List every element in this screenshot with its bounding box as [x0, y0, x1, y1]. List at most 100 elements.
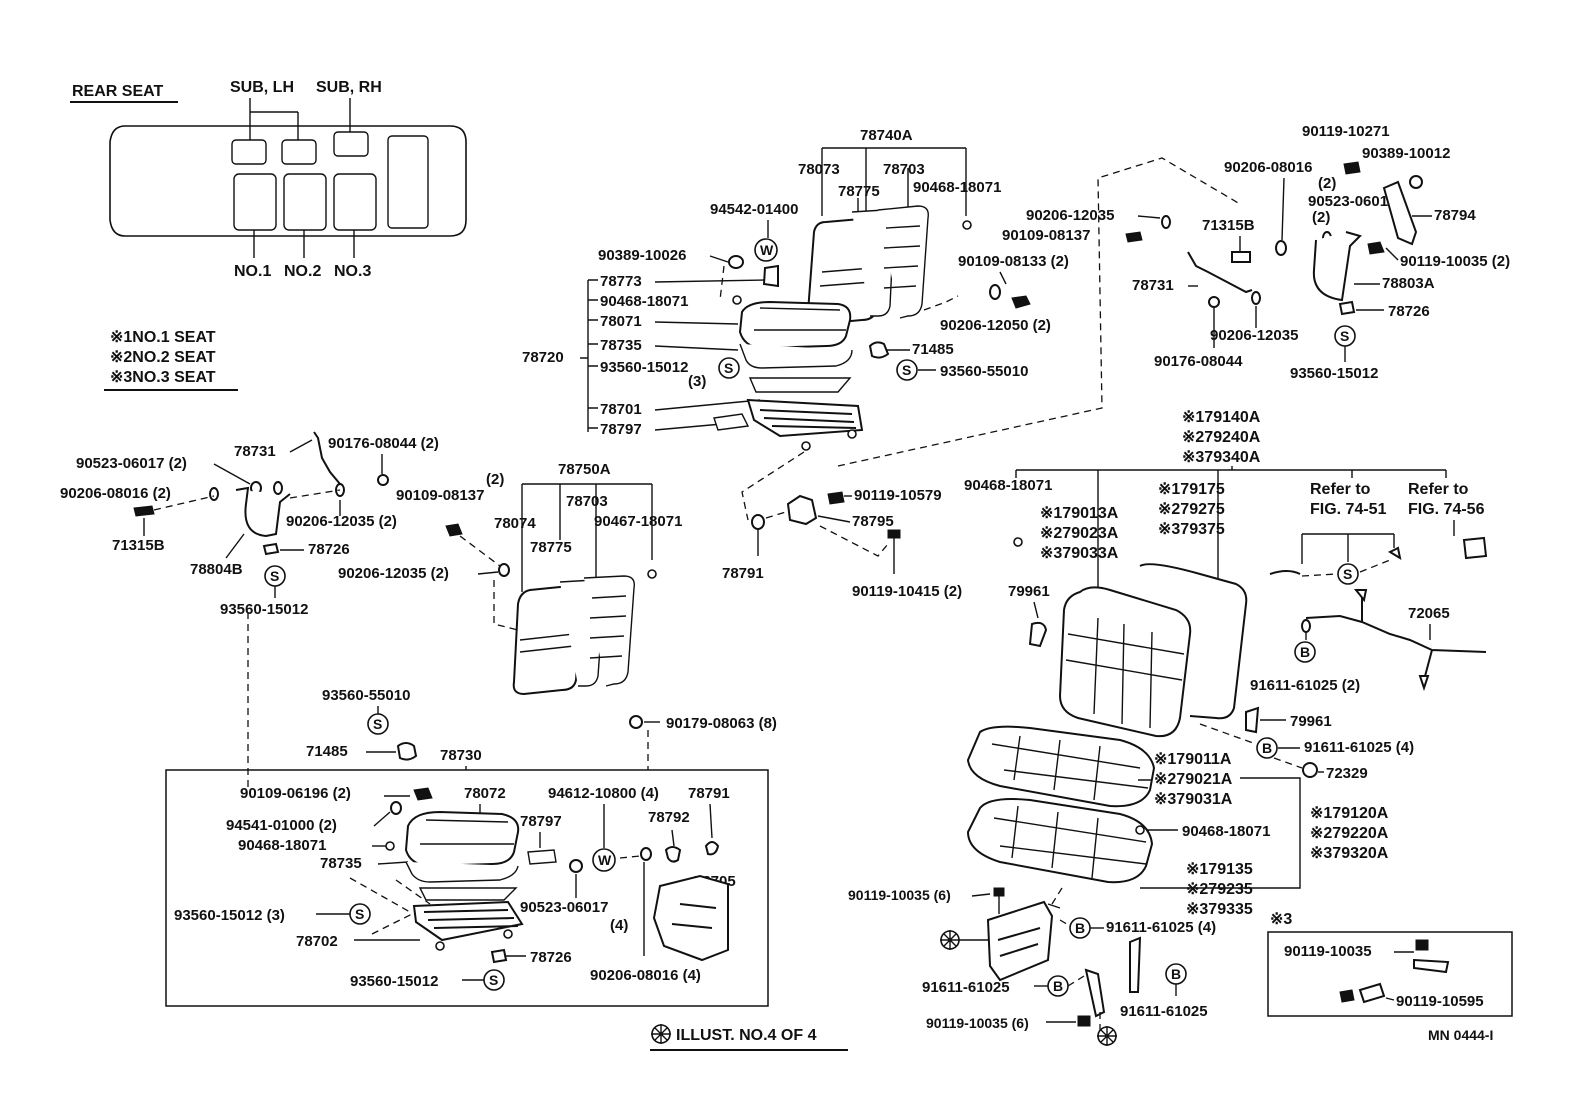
cushion-78072 — [404, 810, 520, 868]
label-78703-a: 78703 — [883, 161, 925, 178]
label-90389-10012: 90389-10012 — [1362, 145, 1450, 162]
label-279023A: ※279023A — [1040, 525, 1119, 542]
label-79961-b: 79961 — [1290, 713, 1332, 730]
belt-78804B — [235, 486, 291, 538]
label-90179-08063: 90179-08063 (8) — [666, 715, 777, 732]
label-93560-15012-d: 93560-15012 (3) — [174, 907, 285, 924]
seatback-78750A-group: 78750A 78074 78703 90467-18071 78775 — [494, 461, 682, 696]
label-90468-18071-a: 90468-18071 — [913, 179, 1001, 196]
label-90206-12035-b: 90206-12035 — [1210, 327, 1298, 344]
label-90206-12035-c: 90206-12035 (2) — [286, 513, 397, 530]
label-93560-55010-b: 93560-55010 — [322, 687, 410, 704]
label-78726-c: 78726 — [530, 949, 572, 966]
inset-no2-label: NO.2 — [284, 263, 321, 280]
label-refer-to-1a: Refer to — [1310, 481, 1371, 498]
label-78731-b: 78731 — [234, 443, 276, 460]
mark-w-94542: W — [760, 242, 774, 258]
label-91611-61025-e: 91611-61025 — [922, 979, 1010, 996]
belt-78803A — [1312, 231, 1362, 302]
label-93560-15012-b: 93560-15012 — [1290, 365, 1378, 382]
label-379031A: ※379031A — [1154, 791, 1233, 808]
label-90119-10595: 90119-10595 — [1396, 993, 1484, 1010]
label-93560-55010-a: 93560-55010 — [940, 363, 1028, 380]
label-379335: ※379335 — [1186, 901, 1253, 918]
label-90176-08044-b: 90176-08044 (2) — [328, 435, 439, 452]
label-90206-08016-b: 90206-08016 (2) — [60, 485, 171, 502]
label-78726-a: 78726 — [1388, 303, 1430, 320]
label-78073: 78073 — [798, 161, 840, 178]
bracket-79135 — [986, 900, 1054, 982]
seat-78730-group: 93560-55010 S 71485 78730 90179-08063 (8… — [165, 687, 777, 1007]
label-78701: 78701 — [600, 401, 642, 418]
label-279275: ※279275 — [1158, 501, 1225, 518]
label-90109-08133: 90109-08133 (2) — [958, 253, 1069, 270]
plate-78701 — [748, 377, 852, 393]
label-279235: ※279235 — [1186, 881, 1253, 898]
label-93560-15012-e: 93560-15012 — [350, 973, 438, 990]
label-78702: 78702 — [296, 933, 338, 950]
label-78797-a: 78797 — [600, 421, 642, 438]
diagram-code: MN 0444-I — [1428, 1027, 1493, 1043]
bracket-78794 — [1382, 180, 1418, 246]
label-279021A: ※279021A — [1154, 771, 1233, 788]
label-78750A: 78750A — [558, 461, 611, 478]
belt-72065 — [1305, 592, 1487, 681]
label-94541-01000: 94541-01000 (2) — [226, 817, 337, 834]
label-94542-01400: 94542-01400 — [710, 201, 798, 218]
label-78773: 78773 — [600, 273, 642, 290]
label-91611-61025-c: 91611-61025 (4) — [1106, 919, 1216, 936]
label-box-note-3: ※3 — [1270, 911, 1292, 928]
rod-78731-b — [313, 431, 341, 485]
sub-lh-seat-2 — [281, 139, 317, 165]
mark-b-91611-a: B — [1300, 644, 1310, 660]
label-78795: 78795 — [852, 513, 894, 530]
label-90389-10026: 90389-10026 — [598, 247, 686, 264]
sub-seat-78740A-group: 78740A 78073 78703 78775 90468-18071 945… — [522, 127, 1241, 521]
label-71485-b: 71485 — [306, 743, 348, 760]
mark-b-91611-d: B — [1171, 966, 1181, 982]
label-93560-15012-c: 93560-15012 — [220, 601, 308, 618]
label-90468-18071-d: 90468-18071 — [964, 477, 1052, 494]
mark-s-93560-b: S — [1340, 328, 1349, 344]
label-90109-06196: 90109-06196 (2) — [240, 785, 351, 802]
label-qty-4-a: (4) — [610, 917, 628, 934]
frame-78720 — [746, 398, 864, 438]
mat-78797-b — [527, 849, 557, 865]
pad-78735 — [739, 343, 853, 369]
label-279220A: ※279220A — [1310, 825, 1389, 842]
inset-no1-label: NO.1 — [234, 263, 271, 280]
mark-b-91611-b: B — [1262, 740, 1272, 756]
mark-w-94612: W — [598, 852, 612, 868]
rod-78731-a — [1187, 251, 1253, 294]
mark-s-93560-a: S — [724, 360, 733, 376]
belt-78803A-group: 90206-12035 90109-08137 71315B 90206-080… — [1002, 123, 1510, 382]
label-qty-2-c: (2) — [486, 471, 504, 488]
label-78731-a: 78731 — [1132, 277, 1174, 294]
label-78791-b: 78791 — [688, 785, 730, 802]
seat-legend: ※1NO.1 SEAT ※2NO.2 SEAT ※3NO.3 SEAT — [104, 329, 238, 391]
seat-no1 — [233, 173, 277, 231]
label-90119-10415: 90119-10415 (2) — [852, 583, 962, 600]
rear-bench — [387, 135, 429, 229]
label-71315B-b: 71315B — [112, 537, 165, 554]
label-72329: 72329 — [1326, 765, 1368, 782]
mat-78797 — [713, 413, 750, 431]
frame-78702 — [412, 900, 524, 942]
inset-sub-rh-label: SUB, RH — [316, 79, 382, 96]
legend-no3: ※3NO.3 SEAT — [110, 369, 216, 386]
plate-78702-top — [418, 887, 518, 901]
label-72065: 72065 — [1408, 605, 1450, 622]
label-78794: 78794 — [1434, 207, 1476, 224]
label-179175: ※179175 — [1158, 481, 1225, 498]
label-91611-61025-a: 91611-61025 (2) — [1250, 677, 1360, 694]
label-78735-a: 78735 — [600, 337, 642, 354]
label-refer-to-1b: FIG. 74-51 — [1310, 501, 1387, 518]
label-78797-b: 78797 — [520, 813, 562, 830]
sub-lh-seat-1 — [231, 139, 267, 165]
label-93560-15012-a: 93560-15012 — [600, 359, 688, 376]
label-78740A: 78740A — [860, 127, 913, 144]
van-outline — [109, 125, 467, 237]
mark-b-91611-e: B — [1053, 978, 1063, 994]
mark-s-93560-e: S — [489, 972, 498, 988]
